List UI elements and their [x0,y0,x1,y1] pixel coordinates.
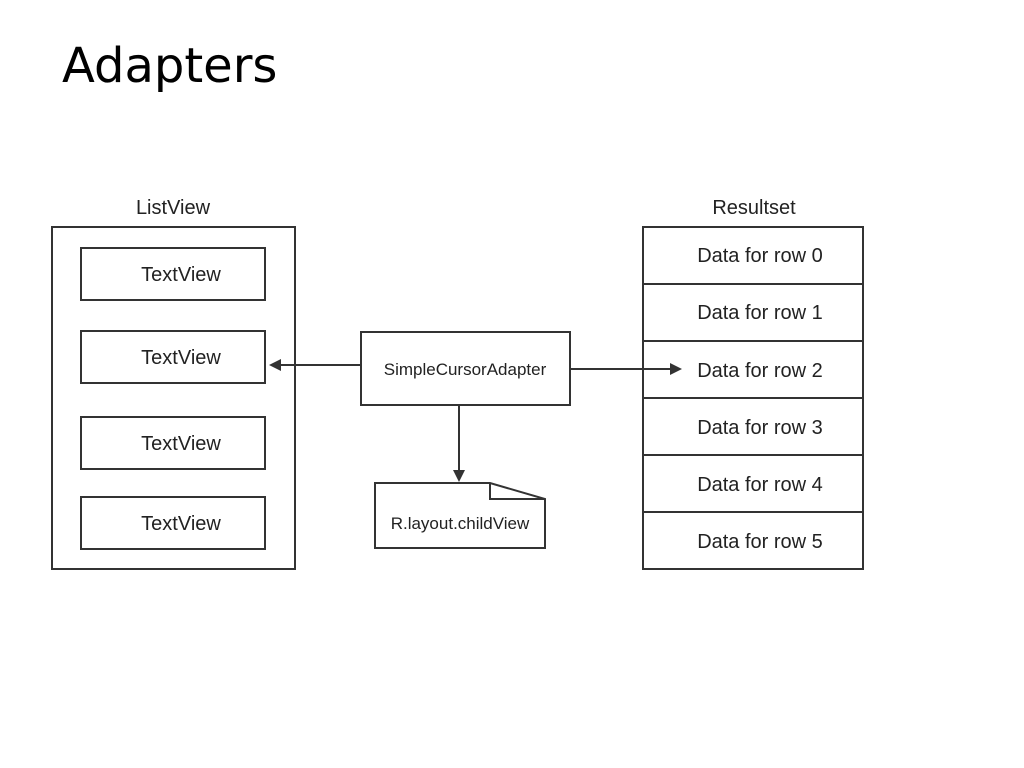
resultset-heading: Resultset [712,197,796,219]
resultset-row-label: Data for row 0 [697,245,823,267]
resultset-group: Resultset Data for row 0 Data for row 1 … [642,197,864,570]
listview-group: ListView TextView TextView TextView Text… [51,197,296,570]
resultset-row-label: Data for row 2 [697,360,823,382]
listview-item-box [80,247,266,301]
layout-file-group: R.layout.childView [374,482,546,549]
resultset-row-label: Data for row 3 [697,417,823,439]
adapter-label: SimpleCursorAdapter [384,360,547,379]
listview-item-label: TextView [141,433,221,455]
listview-heading: ListView [136,197,211,219]
listview-item-box [80,330,266,384]
resultset-row-label: Data for row 4 [697,474,823,496]
listview-item-label: TextView [141,264,221,286]
listview-item-label: TextView [141,513,221,535]
layout-file-label: R.layout.childView [391,514,530,533]
adapter-group: SimpleCursorAdapter [360,331,571,406]
resultset-row-label: Data for row 5 [697,531,823,553]
resultset-row-label: Data for row 1 [697,302,823,324]
layout-file-fold [489,483,545,500]
slide-title: Adapters [62,38,278,94]
listview-item-label: TextView [141,347,221,369]
listview-item-box [80,496,266,550]
listview-container [51,226,296,570]
listview-item-box [80,416,266,470]
layout-file-shape [374,482,546,549]
